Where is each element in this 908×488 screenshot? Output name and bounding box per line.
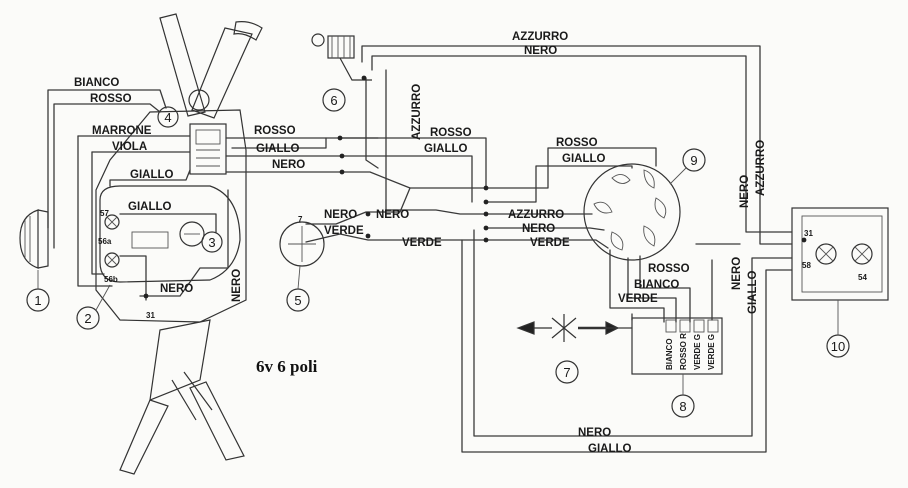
callout-8: 8 — [679, 399, 686, 414]
horn — [279, 221, 325, 312]
wire-label-nero-bottom: NERO — [578, 427, 611, 439]
wire-label-viola: VIOLA — [112, 141, 147, 153]
handlebar-switch — [157, 89, 227, 175]
callout-3: 3 — [208, 235, 215, 250]
regulator-label-2: VERDE G — [693, 334, 702, 370]
wire-label-nero-middle: NERO — [522, 223, 555, 235]
stop-switch — [311, 33, 372, 112]
wire-label-azzurro-middle: AZZURRO — [508, 209, 564, 221]
regulator-label-0: BIANCO — [665, 338, 674, 370]
wire-label-nero-vertical: NERO — [231, 269, 243, 302]
wire-label-nero-junction: NERO — [376, 209, 409, 221]
wire-label-rosso-regulator: ROSSO — [648, 263, 690, 275]
wire-label-giallo-switch: GIALLO — [256, 143, 299, 155]
wire-label-rosso-stator: ROSSO — [556, 137, 598, 149]
wire-label-giallo-bottom: GIALLO — [588, 443, 631, 455]
wire-label-azzurro-right: AZZURRO — [755, 140, 767, 196]
callout-9-circle — [682, 148, 706, 172]
wire-label-nero-tail: NERO — [731, 257, 743, 290]
wire-label-verde-regulator: VERDE — [618, 293, 658, 305]
indicator-cluster — [76, 185, 241, 330]
terminal-58: 58 — [802, 261, 811, 270]
callout-6-circle — [322, 88, 346, 112]
terminal-54: 54 — [858, 273, 867, 282]
callout-9: 9 — [690, 153, 697, 168]
voltage-regulator — [631, 317, 723, 418]
terminal-56b: 56b — [104, 275, 118, 284]
callout-1: 1 — [34, 293, 41, 308]
callout-3-circle — [201, 231, 223, 253]
handlebar-outline — [95, 13, 263, 475]
wire-label-bianco: BIANCO — [74, 77, 119, 89]
terminal-31-cluster: 31 — [146, 311, 155, 320]
terminal-57: 57 — [100, 209, 109, 218]
wire-label-azzurro-top: AZZURRO — [512, 31, 568, 43]
wire-label-verde-junction: VERDE — [402, 237, 442, 249]
wire-label-giallo-tail: GIALLO — [747, 271, 759, 314]
regulator-label-3: VERDE G — [707, 334, 716, 370]
wire-label-giallo-cluster: GIALLO — [128, 201, 171, 213]
callout-7: 7 — [563, 365, 570, 380]
wire-label-giallo-middle: GIALLO — [424, 143, 467, 155]
wire-label-verde-middle: VERDE — [530, 237, 570, 249]
callout-4: 4 — [164, 110, 171, 125]
wire-label-nero-right: NERO — [739, 175, 751, 208]
wire-label-verde-horn: VERDE — [324, 225, 364, 237]
wire-label-rosso-left: ROSSO — [90, 93, 132, 105]
headlight — [19, 209, 50, 312]
callout-4-circle — [157, 106, 179, 128]
wire-label-nero-horn: NERO — [324, 209, 357, 221]
callout-2: 2 — [84, 311, 91, 326]
magneto — [583, 148, 706, 261]
callout-7-circle — [555, 360, 579, 384]
terminal-7: 7 — [298, 215, 303, 224]
wire-label-rosso-middle: ROSSO — [430, 127, 472, 139]
terminal-56a: 56a — [98, 237, 112, 246]
regulator-label-1: ROSSO R — [679, 333, 688, 370]
callout-5: 5 — [294, 293, 301, 308]
tail-light — [791, 207, 889, 358]
wire-label-marrone: MARRONE — [92, 125, 152, 137]
wire-label-giallo-stator: GIALLO — [562, 153, 605, 165]
diagram-title: 6v 6 poli — [256, 357, 318, 376]
callout-2-circle — [76, 306, 100, 330]
wire-label-nero-top: NERO — [524, 45, 557, 57]
wire-label-nero-switch: NERO — [272, 159, 305, 171]
wire-label-bianco-regulator: BIANCO — [634, 279, 679, 291]
wire-label-azzurro-vertical: AZZURRO — [411, 84, 423, 140]
callout-10: 10 — [831, 339, 845, 354]
wire-harness — [47, 45, 793, 453]
callout-6: 6 — [330, 93, 337, 108]
junction-dots — [143, 75, 807, 299]
terminal-31-tail: 31 — [804, 229, 813, 238]
wire-label-nero-cluster: NERO — [160, 283, 193, 295]
wire-label-rosso-switch: ROSSO — [254, 125, 296, 137]
wire-label-giallo-upper: GIALLO — [130, 169, 173, 181]
